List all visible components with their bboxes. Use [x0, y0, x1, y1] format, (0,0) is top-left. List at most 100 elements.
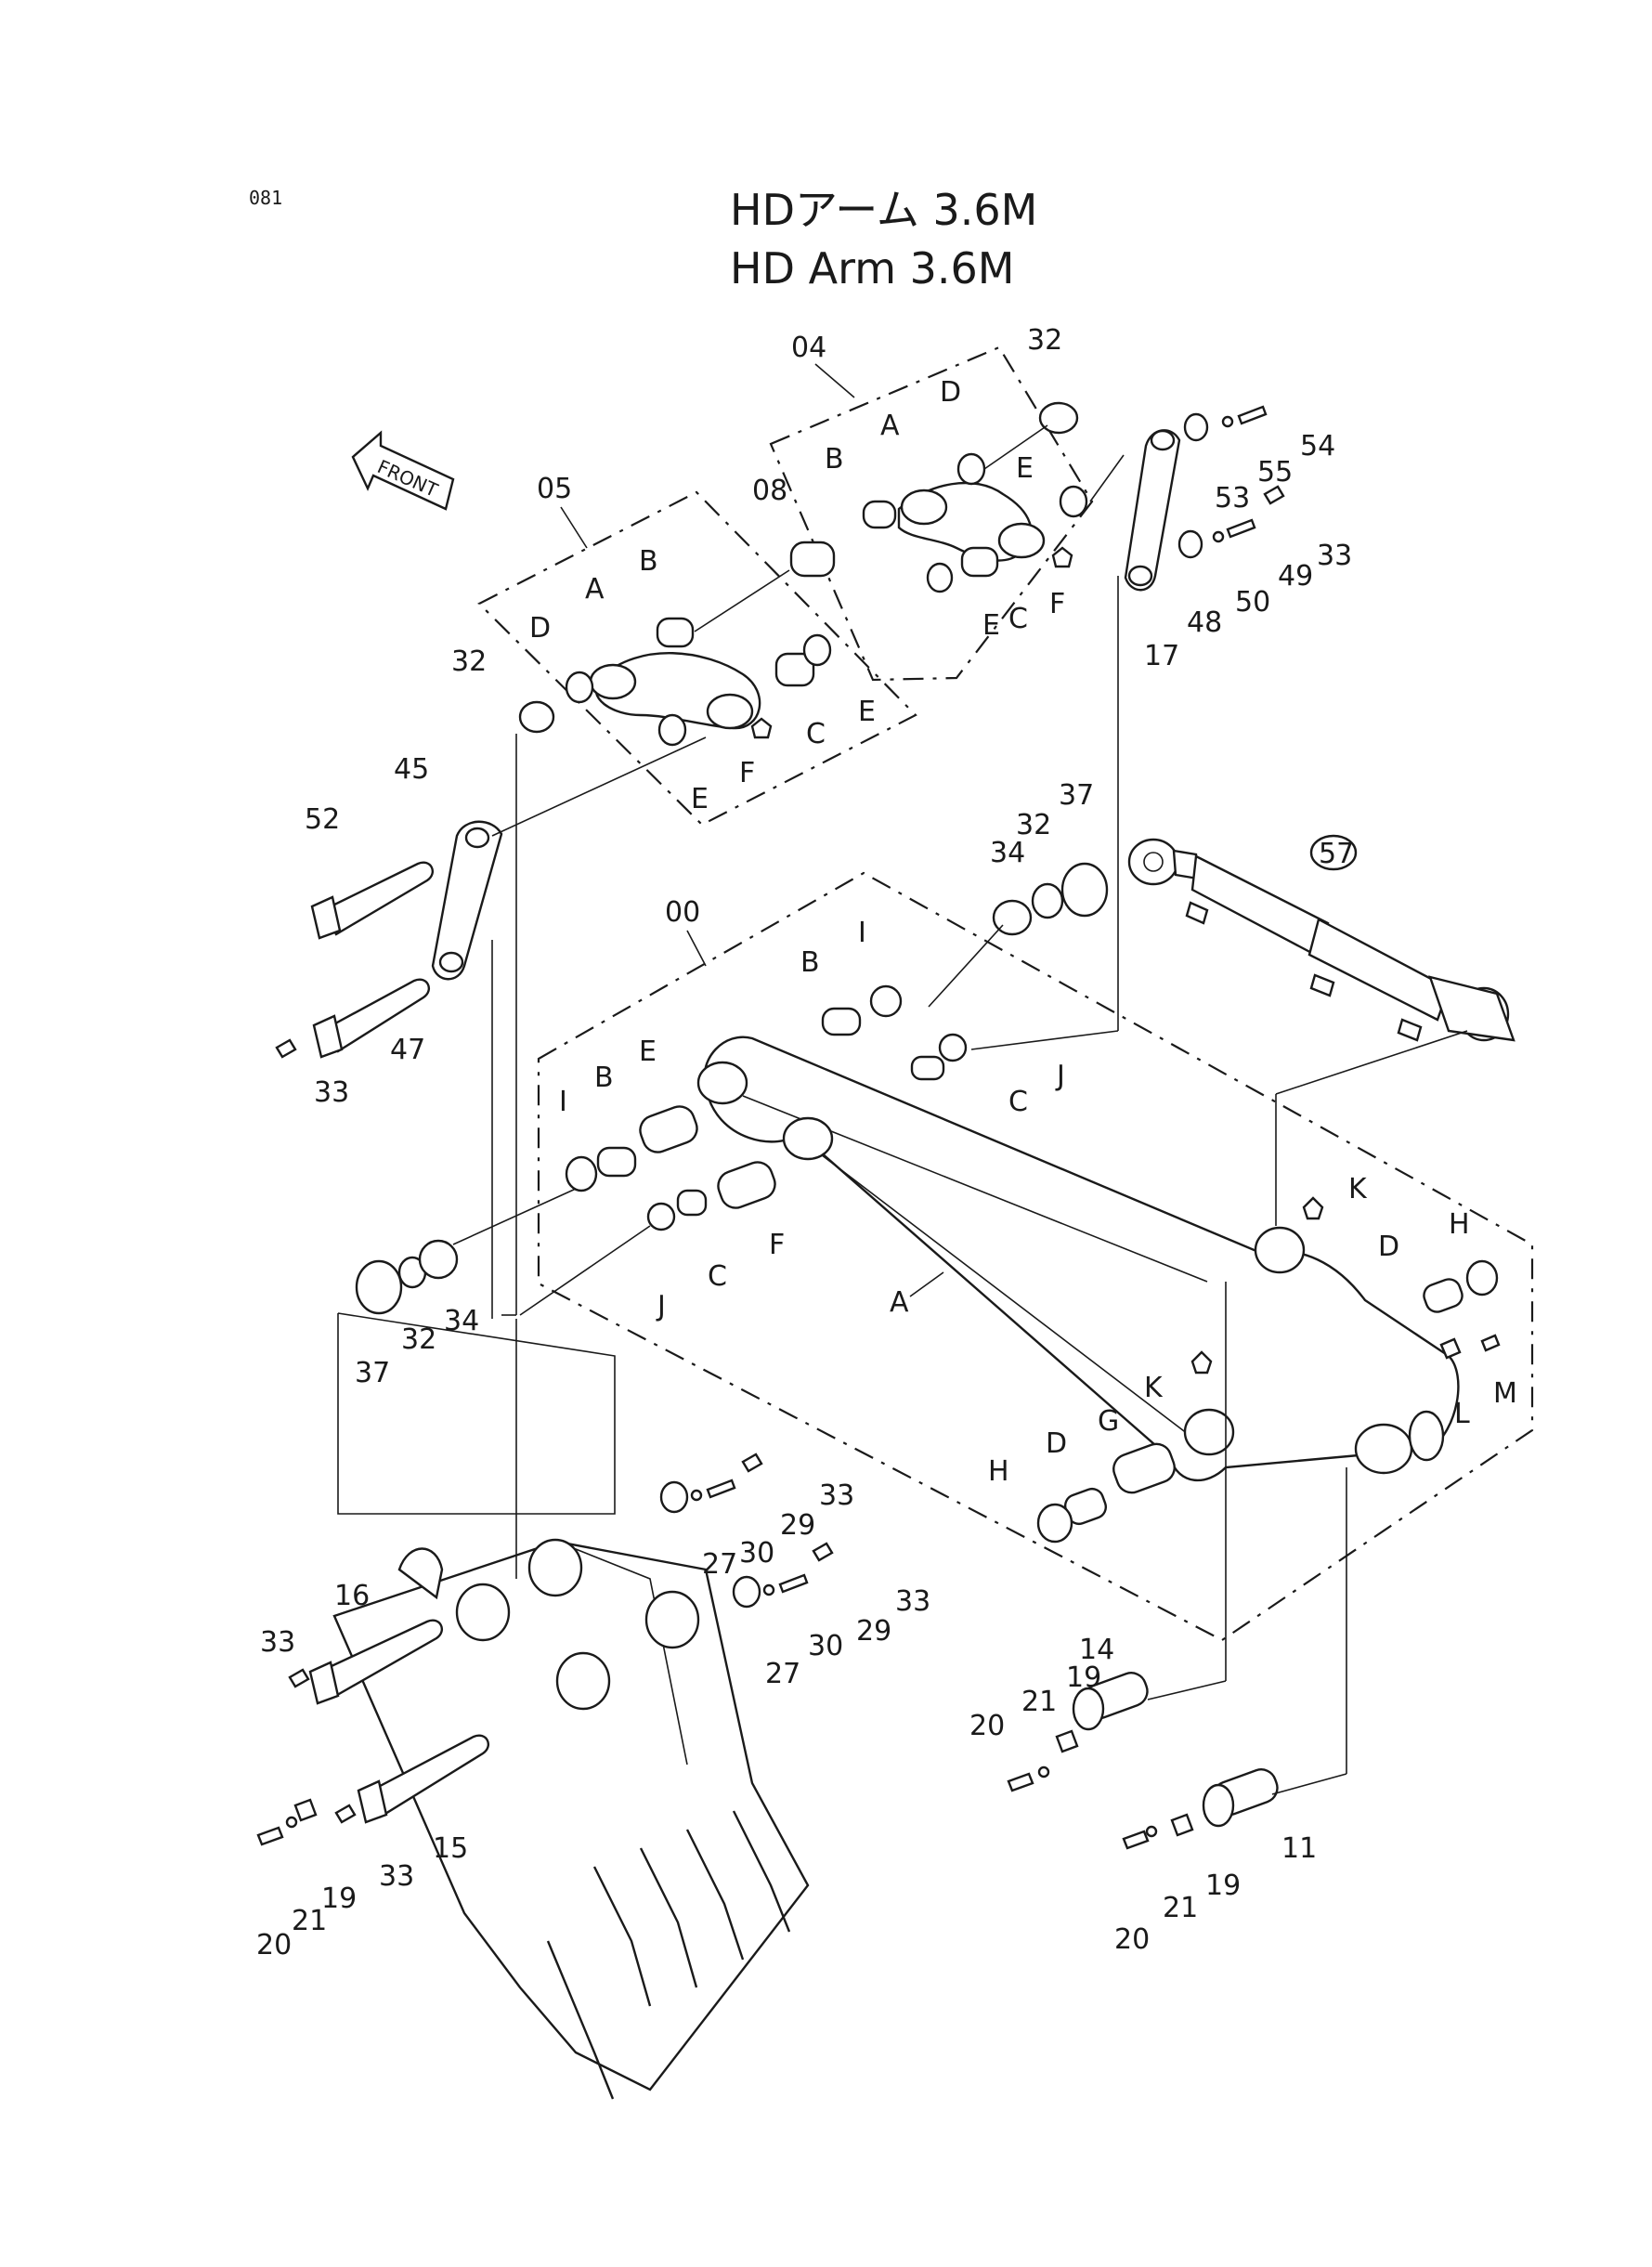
- lockwasher-55: [1221, 415, 1234, 428]
- bolt-49: [1226, 518, 1256, 539]
- callout-16: 16: [334, 1580, 370, 1612]
- callout-05-d: D: [529, 612, 551, 645]
- callout-33-pin16: 33: [260, 1626, 295, 1659]
- callout-05-f: F: [739, 757, 755, 789]
- callout-54: 54: [1300, 430, 1335, 463]
- callout-20-right: 20: [1114, 1923, 1150, 1956]
- callout-29-upper: 29: [780, 1509, 815, 1542]
- callout-37-upper: 37: [1059, 779, 1094, 812]
- callout-57: 57: [1319, 838, 1354, 870]
- callout-19-left: 19: [321, 1883, 357, 1915]
- callout-00-h2: H: [988, 1455, 1009, 1488]
- side-link-45: [431, 820, 503, 981]
- callout-00-k1: K: [1348, 1173, 1368, 1205]
- callout-34-upper: 34: [990, 837, 1025, 869]
- callout-47: 47: [390, 1034, 425, 1066]
- callout-20-left: 20: [256, 1929, 292, 1961]
- seal-05-e2: [657, 713, 687, 747]
- link-assembly-05: [477, 490, 917, 827]
- callout-05-c: C: [806, 718, 826, 750]
- callout-30-upper: 30: [739, 1537, 774, 1570]
- callout-33-upper: 33: [1317, 540, 1352, 572]
- bolt-29-upper: [706, 1479, 736, 1499]
- seal-00-j1: [938, 1033, 968, 1062]
- callout-00-c2: C: [708, 1260, 727, 1293]
- callout-00-f: F: [769, 1229, 785, 1261]
- bushing-00-d1: [1423, 1278, 1463, 1313]
- callout-00-e: E: [639, 1036, 657, 1068]
- pin-47: [312, 978, 430, 1059]
- callout-32-left: 32: [451, 645, 487, 678]
- page-number: 081: [249, 187, 282, 209]
- callout-17: 17: [1144, 640, 1179, 672]
- callout-11: 11: [1281, 1832, 1317, 1865]
- callout-32-upper-right: 32: [1016, 809, 1051, 841]
- callout-00-m: M: [1493, 1377, 1517, 1410]
- callout-33-pin15: 33: [379, 1860, 414, 1893]
- lockwasher-30-upper: [690, 1489, 703, 1502]
- callout-04-b: B: [825, 443, 844, 476]
- shim-32-upper: [1038, 401, 1079, 435]
- shim-32-left: [518, 700, 555, 734]
- link-assembly-04: [769, 345, 1094, 682]
- plate-19-mid: [1055, 1729, 1079, 1753]
- callout-00-j1: J: [1055, 1060, 1065, 1092]
- callout-21-left: 21: [292, 1905, 327, 1937]
- callout-32-left-lower: 32: [401, 1323, 436, 1356]
- bucket: [332, 1538, 810, 2100]
- seal-05-d: [565, 671, 594, 704]
- seal-37-upper: [1060, 862, 1109, 918]
- bolt-00-m: [1480, 1334, 1501, 1352]
- grease-fitting-04-f: [1051, 546, 1073, 568]
- grease-fitting-33-bucket-upper: [741, 1453, 763, 1473]
- o-ring-32-upper: [1031, 882, 1064, 919]
- callout-05-e2: E: [691, 783, 709, 815]
- callout-08: 08: [752, 475, 787, 507]
- callout-00-g: G: [1098, 1405, 1119, 1438]
- pin-52: [310, 861, 434, 940]
- grease-fitting-05-f: [750, 717, 773, 739]
- bushing-00-g: [1112, 1442, 1176, 1494]
- callout-33-bucket-lower: 33: [895, 1585, 930, 1618]
- lockwasher-21-left: [285, 1816, 298, 1829]
- callout-00-k2: K: [1144, 1372, 1164, 1404]
- callout-04-e1: E: [1016, 452, 1034, 485]
- callout-53: 53: [1215, 482, 1250, 515]
- bolt-20-right: [1122, 1830, 1150, 1850]
- group-04-dashed-boundary: [769, 345, 1094, 682]
- bucket-cylinder-57: [1127, 838, 1515, 1042]
- callout-30-lower: 30: [808, 1630, 843, 1662]
- callout-19-mid: 19: [1066, 1661, 1101, 1694]
- callout-00-c1: C: [1008, 1086, 1028, 1118]
- callout-04-a: A: [880, 410, 900, 442]
- callout-52: 52: [305, 803, 340, 836]
- callout-21-mid: 21: [1021, 1686, 1057, 1718]
- plate-00-l: [1439, 1337, 1462, 1360]
- callout-04-d: D: [940, 376, 961, 409]
- grease-fitting-33-pin15: [334, 1804, 357, 1824]
- arm-boss-tip-b: [1354, 1423, 1413, 1475]
- seal-04-e1: [1059, 485, 1088, 518]
- callout-14: 14: [1079, 1634, 1114, 1666]
- pin-15: [357, 1734, 489, 1824]
- washer-27-upper: [659, 1480, 689, 1514]
- bolt-54: [1237, 405, 1268, 425]
- callout-05-a: A: [585, 573, 605, 606]
- callout-00-d1: D: [1378, 1231, 1399, 1263]
- callout-05: 05: [537, 473, 572, 505]
- seal-00-i2: [565, 1155, 598, 1192]
- callout-04-c: C: [1008, 603, 1028, 635]
- washer-48: [1177, 529, 1203, 559]
- thrust-plate-34-left: [418, 1239, 459, 1280]
- callout-21-right: 21: [1163, 1892, 1198, 1924]
- callout-32: 32: [1027, 324, 1062, 357]
- grease-fitting-00-k1: [1302, 1196, 1324, 1220]
- bushing-05-b: [656, 617, 695, 648]
- arm-boss-upper: [696, 1061, 748, 1105]
- bushing-00-c1: [910, 1055, 945, 1081]
- callout-04-e2: E: [982, 609, 1000, 642]
- seal-04-e2: [926, 562, 954, 593]
- callout-55: 55: [1257, 456, 1293, 489]
- lockwasher-50: [1212, 530, 1225, 543]
- group-57-circle: [1309, 834, 1358, 871]
